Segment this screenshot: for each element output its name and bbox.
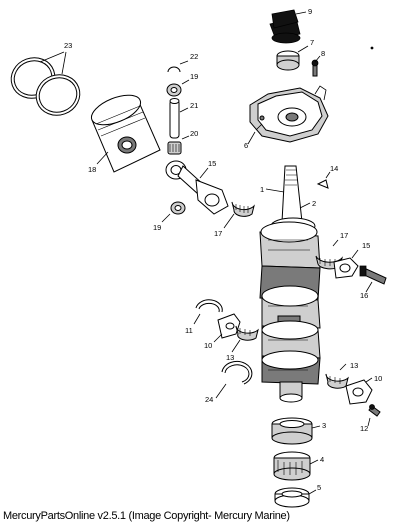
lower-right-bearings	[325, 363, 381, 427]
bearing-pair-left	[161, 201, 255, 229]
callout-10a: 10	[204, 341, 212, 350]
callout-15a: 15	[208, 159, 216, 168]
callout-21: 21	[190, 101, 198, 110]
callout-15b: 15	[362, 241, 370, 250]
piston-rings	[10, 51, 81, 116]
crankshaft	[259, 165, 321, 403]
callout-9: 9	[308, 7, 312, 16]
image-caption: MercuryPartsOnline v2.5.1 (Image Copyrig…	[3, 510, 290, 522]
bearing-carrier	[247, 85, 329, 145]
callout-4: 4	[320, 455, 324, 464]
key-part	[316, 46, 374, 189]
callout-19a: 19	[190, 72, 198, 81]
left-bearings	[193, 299, 259, 353]
callout-16: 16	[360, 291, 368, 300]
callout-7: 7	[310, 38, 314, 47]
callout-24: 24	[205, 395, 213, 404]
callout-23: 23	[64, 41, 72, 50]
callout-6: 6	[244, 141, 248, 150]
callout-labels: 1 2 3 4 5 6 7 8 9 10 10 11 12 13 13 14 1…	[64, 7, 382, 492]
callout-5: 5	[317, 483, 321, 492]
callout-2: 2	[312, 199, 316, 208]
connecting-rod	[165, 160, 229, 215]
callout-17a: 17	[214, 229, 222, 238]
callout-3: 3	[322, 421, 326, 430]
bottom-seal-parts	[271, 417, 321, 508]
callout-12: 12	[360, 424, 368, 433]
callout-18: 18	[88, 165, 96, 174]
callout-19b: 19	[153, 223, 161, 232]
callout-1: 1	[260, 185, 264, 194]
callout-8: 8	[321, 49, 325, 58]
wrist-pin-parts	[166, 60, 190, 155]
callout-22: 22	[190, 52, 198, 61]
callout-17b: 17	[340, 231, 348, 240]
callout-20: 20	[190, 129, 198, 138]
piston	[90, 94, 161, 173]
callout-13b: 13	[350, 361, 358, 370]
callout-14: 14	[330, 164, 338, 173]
right-bearings	[315, 239, 387, 293]
callout-11: 11	[185, 326, 193, 335]
top-seal-parts	[269, 9, 321, 77]
callout-13a: 13	[226, 353, 234, 362]
retaining-ring	[215, 360, 253, 399]
callout-10b: 10	[374, 374, 382, 383]
